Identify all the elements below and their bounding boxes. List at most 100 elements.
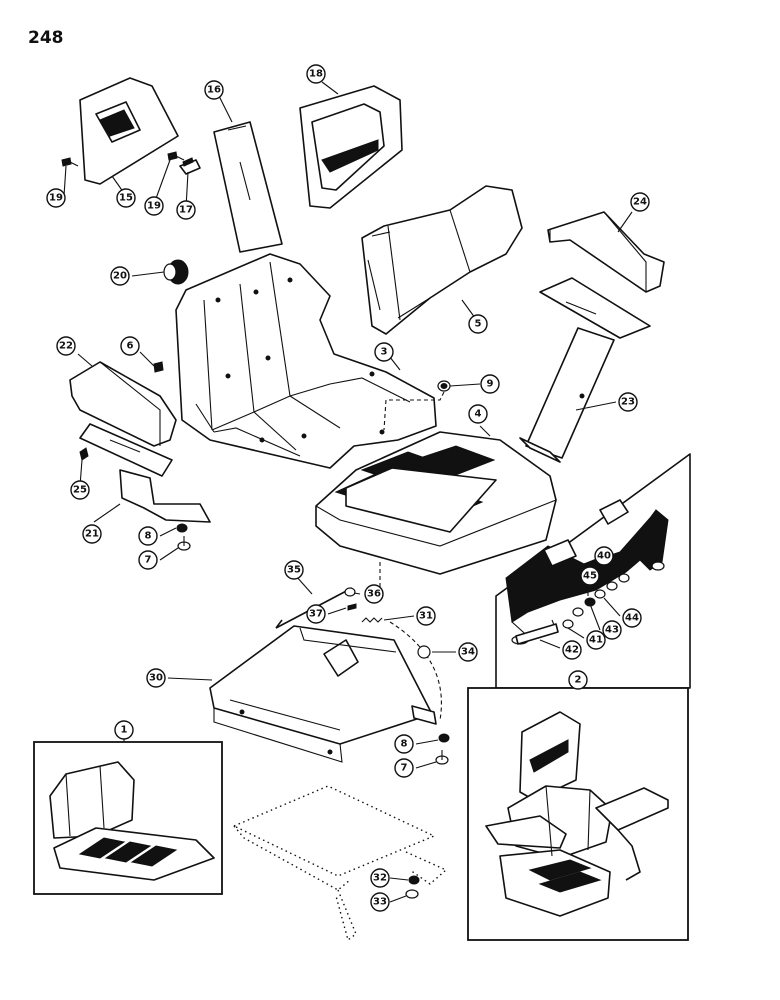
svg-text:30: 30 [149, 673, 163, 684]
fastener-25 [79, 447, 89, 461]
callout-30: 30 [146, 668, 166, 688]
callout-4: 4 [468, 404, 488, 424]
callout-23: 23 [618, 392, 638, 412]
part-3-seat-shell [175, 253, 437, 469]
callout-32: 32 [370, 868, 390, 888]
part-19-screw-left [61, 157, 79, 167]
svg-text:21: 21 [85, 529, 99, 540]
callout-19-right: 19 [144, 196, 164, 216]
svg-text:4: 4 [475, 409, 482, 420]
svg-text:3: 3 [381, 347, 388, 358]
svg-text:23: 23 [621, 397, 635, 408]
svg-text:5: 5 [475, 319, 482, 330]
part-5-back-cushion [361, 185, 523, 335]
callout-7-left: 7 [138, 550, 158, 570]
callout-37: 37 [306, 604, 326, 624]
floor-mount-dotted [232, 785, 448, 942]
callout-19-left: 19 [46, 188, 66, 208]
part-19-screw-right [167, 151, 185, 161]
callout-8-lower: 8 [394, 734, 414, 754]
svg-text:7: 7 [401, 763, 408, 774]
svg-text:31: 31 [419, 611, 433, 622]
callout-21: 21 [82, 524, 102, 544]
leader-lines [63, 81, 633, 903]
svg-text:44: 44 [625, 613, 639, 624]
part-31-spring [361, 617, 383, 623]
svg-text:17: 17 [179, 205, 193, 216]
callout-35: 35 [284, 560, 304, 580]
svg-text:16: 16 [207, 85, 221, 96]
svg-text:1: 1 [121, 725, 128, 736]
inset-2-deluxe-seat [467, 687, 689, 941]
callout-1: 1 [114, 720, 134, 740]
page-number: 248 [28, 28, 64, 48]
callout-17: 17 [176, 200, 196, 220]
part-21-armrest-bracket [79, 423, 211, 523]
fastener-6 [153, 361, 164, 373]
svg-text:40: 40 [597, 551, 611, 562]
part-22-armrest-pad [69, 361, 177, 447]
part-30-suspension-base [209, 625, 437, 763]
callout-8-left: 8 [138, 526, 158, 546]
svg-text:42: 42 [565, 645, 579, 656]
callout-45: 45 [580, 566, 600, 586]
callout-15: 15 [116, 188, 136, 208]
callout-41: 41 [586, 630, 606, 650]
svg-text:43: 43 [605, 625, 619, 636]
part-4-seat-cushion [315, 431, 557, 575]
callout-7-lower: 7 [394, 758, 414, 778]
bolt-7-left [177, 536, 191, 551]
svg-text:8: 8 [145, 531, 152, 542]
callout-9: 9 [480, 374, 500, 394]
callout-34: 34 [458, 642, 478, 662]
svg-text:6: 6 [127, 341, 134, 352]
part-36-washer [344, 587, 356, 597]
svg-text:2: 2 [575, 675, 582, 686]
callout-5: 5 [468, 314, 488, 334]
svg-text:15: 15 [119, 193, 133, 204]
svg-text:8: 8 [401, 739, 408, 750]
svg-text:25: 25 [73, 485, 87, 496]
svg-text:19: 19 [147, 201, 161, 212]
svg-text:7: 7 [145, 555, 152, 566]
nut-9 [437, 380, 451, 392]
svg-text:20: 20 [113, 271, 127, 282]
svg-text:24: 24 [633, 197, 647, 208]
callout-3: 3 [374, 342, 394, 362]
svg-text:22: 22 [59, 341, 73, 352]
part-15-side-panel [79, 77, 179, 185]
svg-text:33: 33 [373, 897, 387, 908]
nut-8-left [176, 523, 188, 533]
inset-1-standard-seat [33, 741, 223, 895]
callout-40: 40 [594, 546, 614, 566]
callout-2: 2 [568, 670, 588, 690]
nut-32 [408, 875, 420, 885]
svg-text:34: 34 [461, 647, 475, 658]
part-16-back-plate [213, 121, 283, 253]
part-24-armrest-pad [547, 211, 665, 293]
svg-text:32: 32 [373, 873, 387, 884]
part-18-headrest-frame [299, 85, 403, 209]
part-23-armrest-bracket [519, 277, 651, 463]
part-17-clip [179, 157, 201, 175]
svg-text:35: 35 [287, 565, 301, 576]
part-20-knob [163, 259, 189, 285]
svg-text:37: 37 [309, 609, 323, 620]
svg-text:9: 9 [487, 379, 494, 390]
svg-text:36: 36 [367, 589, 381, 600]
callout-43: 43 [602, 620, 622, 640]
callout-22: 22 [56, 336, 76, 356]
callout-24: 24 [630, 192, 650, 212]
callout-36: 36 [364, 584, 384, 604]
callout-16: 16 [204, 80, 224, 100]
callout-44: 44 [622, 608, 642, 628]
part-34-ball [417, 645, 431, 659]
callout-42: 42 [562, 640, 582, 660]
svg-text:45: 45 [583, 571, 597, 582]
nut-8-lower [438, 733, 450, 743]
callout-18: 18 [306, 64, 326, 84]
callout-31: 31 [416, 606, 436, 626]
callout-33: 33 [370, 892, 390, 912]
svg-text:18: 18 [309, 69, 323, 80]
